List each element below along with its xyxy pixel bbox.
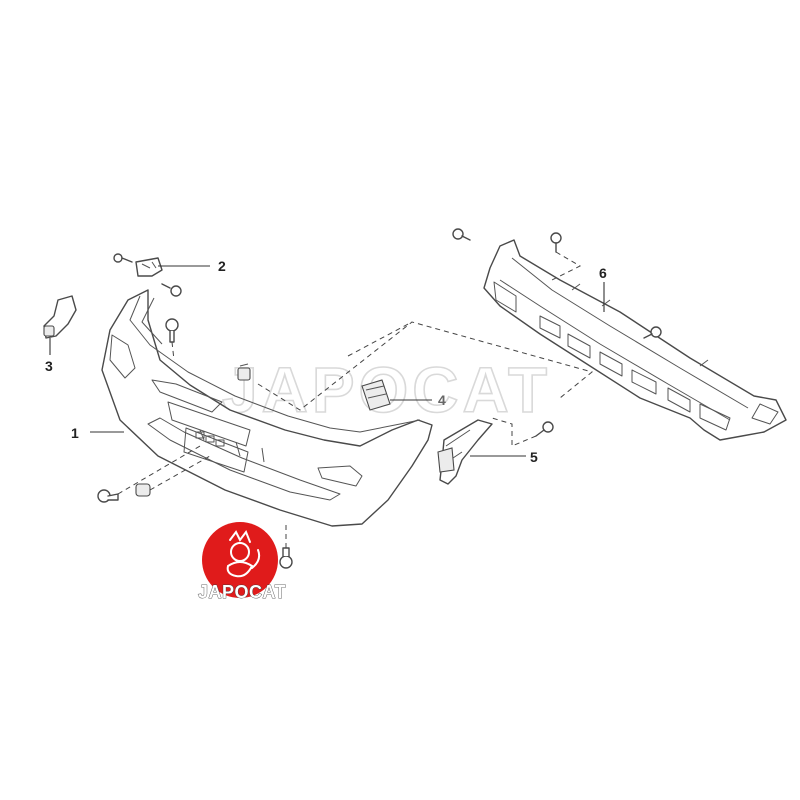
bolt-fastener-beam-top[interactable] xyxy=(550,232,562,253)
push-clip-fastener[interactable] xyxy=(165,318,179,343)
callout-6: 6 xyxy=(599,265,607,281)
bumper-bracket-part[interactable] xyxy=(113,253,182,297)
watermark-text: JAPOCAT xyxy=(222,354,551,426)
impact-pad-part[interactable] xyxy=(361,379,391,411)
callout-5: 5 xyxy=(530,449,538,465)
bumper-cover-part[interactable] xyxy=(101,289,433,527)
side-bracket-part[interactable] xyxy=(43,295,77,339)
callout-3: 3 xyxy=(45,358,53,374)
clip-fastener-lower[interactable] xyxy=(135,483,151,497)
callout-4: 4 xyxy=(438,392,446,408)
callout-1: 1 xyxy=(71,425,79,441)
grommet-fastener[interactable] xyxy=(237,363,251,381)
reinforcement-beam-part[interactable] xyxy=(483,239,787,441)
bolt-fastener-right[interactable] xyxy=(535,421,554,437)
logo-text: JAPOCAT xyxy=(198,582,286,602)
screw-fastener-bottom[interactable] xyxy=(279,547,293,569)
japocat-logo: JAPOCAT xyxy=(198,522,286,602)
bolt-fastener-beam-mid[interactable] xyxy=(643,326,662,339)
mounting-bracket-part[interactable] xyxy=(437,419,493,485)
logo-cat-emblem xyxy=(226,529,261,578)
screw-fastener-lower-left[interactable] xyxy=(97,489,119,503)
callout-2: 2 xyxy=(218,258,226,274)
bolt-fastener-beam-left[interactable] xyxy=(452,228,471,241)
